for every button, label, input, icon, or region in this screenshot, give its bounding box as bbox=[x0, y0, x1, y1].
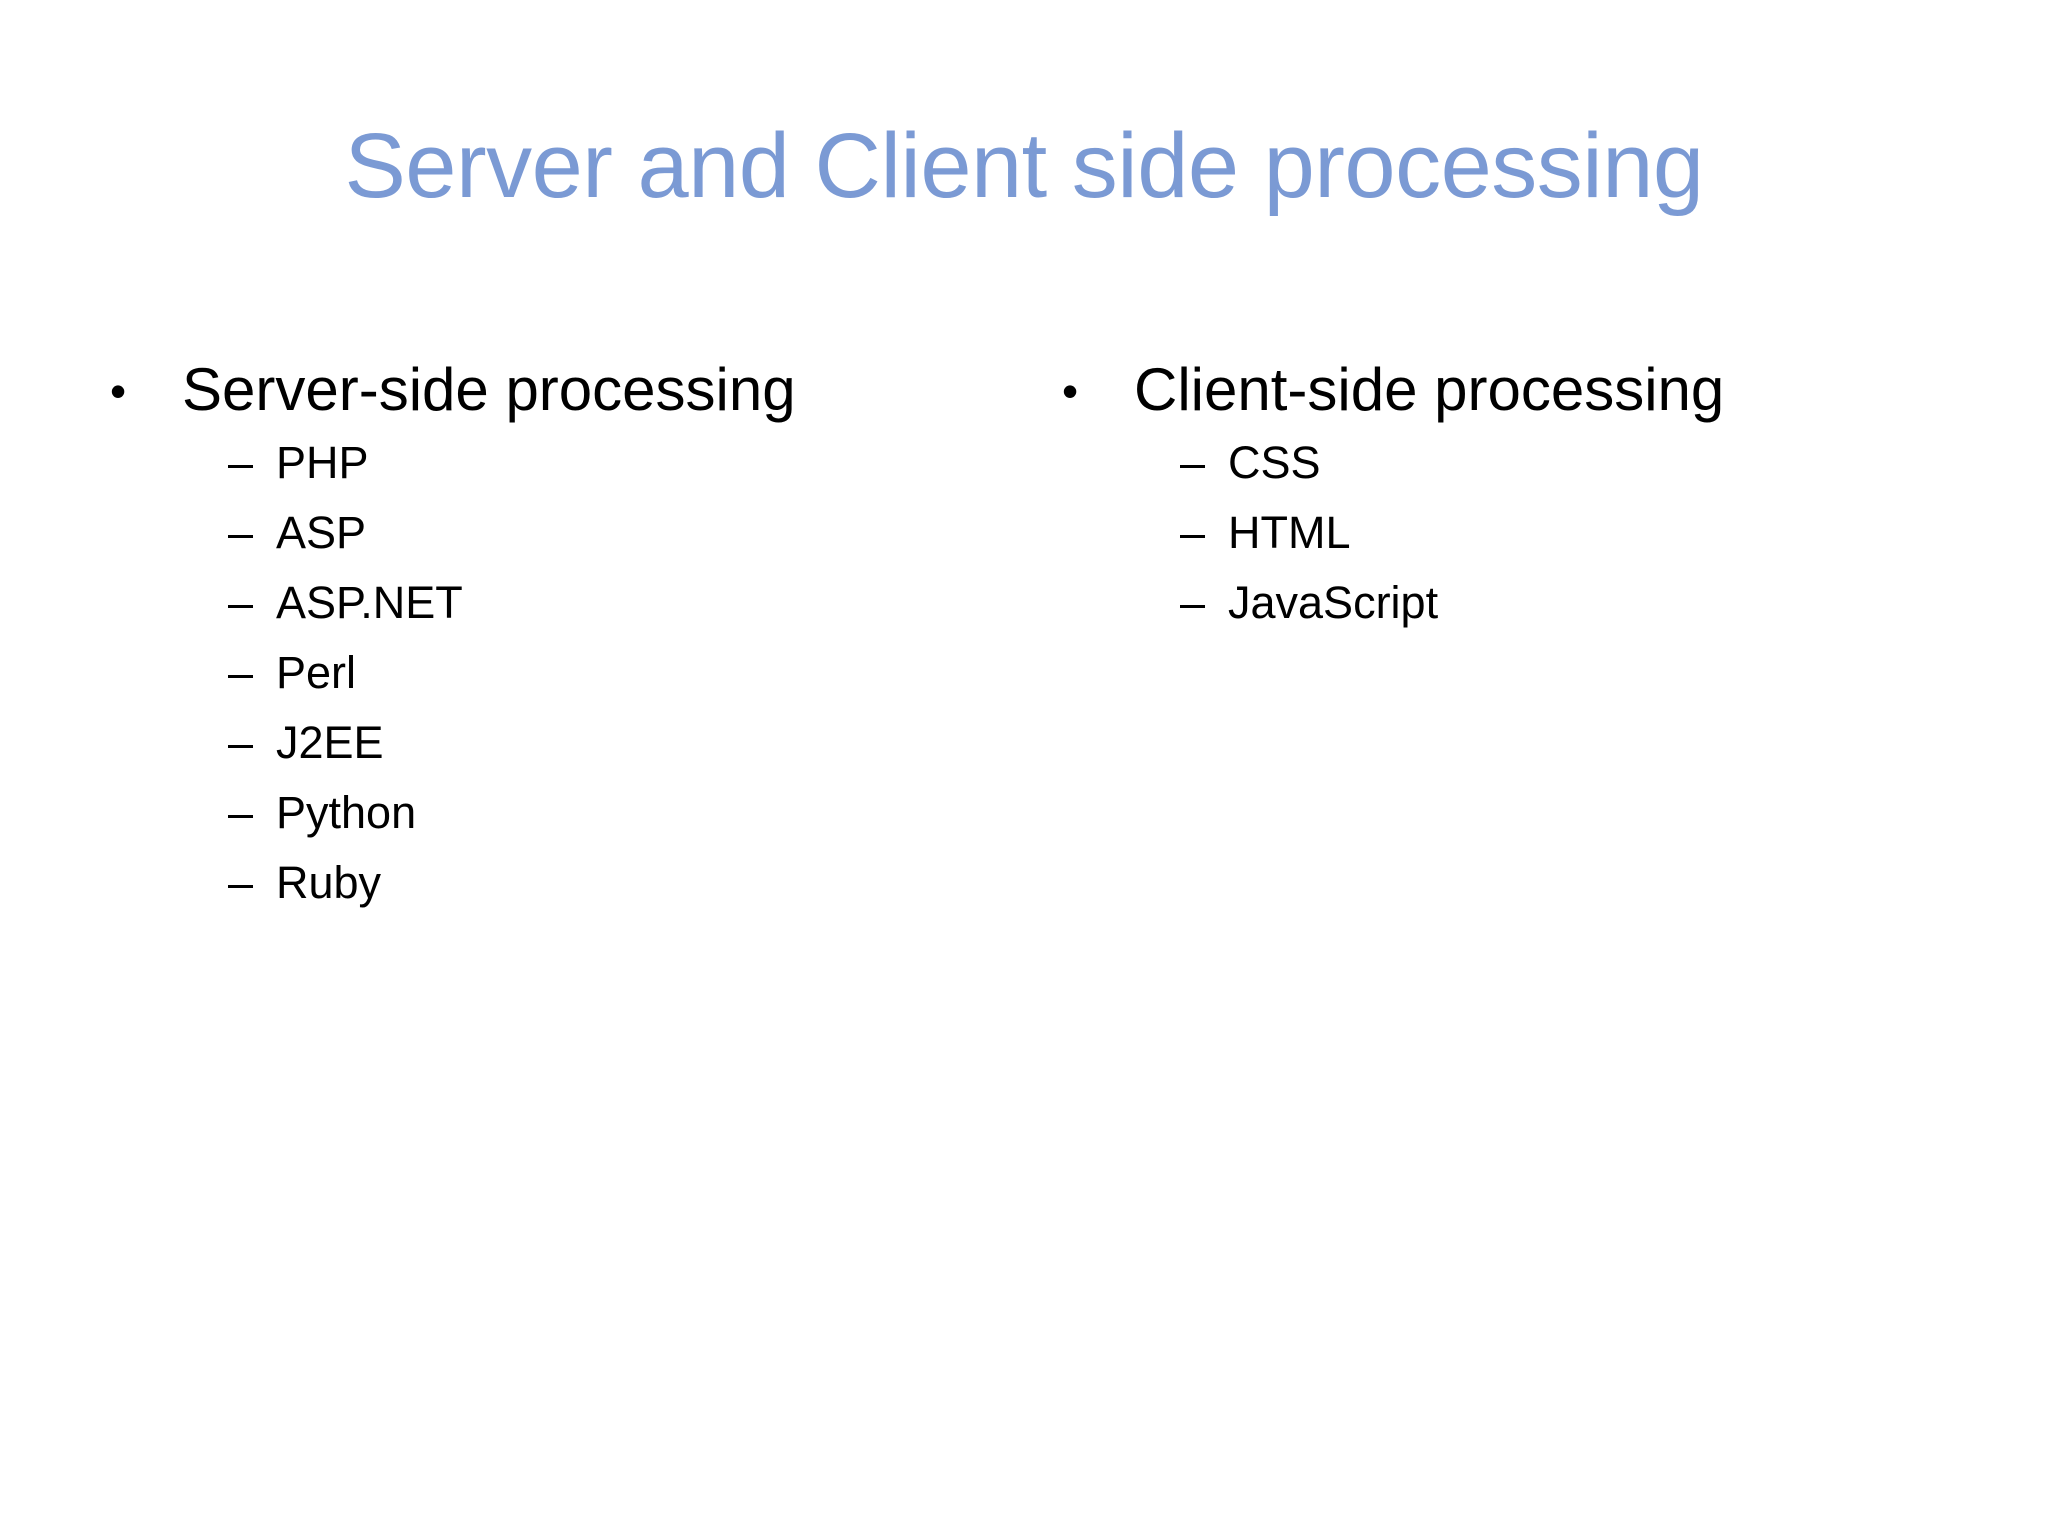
bullet-dash-icon: – bbox=[228, 577, 254, 628]
bullet-dash-icon: – bbox=[228, 437, 254, 488]
column-heading: Server-side processing bbox=[182, 356, 796, 423]
list-item: – Perl bbox=[110, 650, 1040, 720]
content-column-client-side: • Client-side processing – CSS – HTML – … bbox=[1062, 360, 1992, 650]
list-item-label: Ruby bbox=[276, 857, 382, 908]
bullet-item-level1: • Server-side processing bbox=[110, 360, 1040, 420]
bullet-dot-icon: • bbox=[110, 365, 127, 417]
page-title: Server and Client side processing bbox=[344, 115, 1704, 217]
bullet-dash-icon: – bbox=[1180, 437, 1206, 488]
list-item: – Python bbox=[110, 790, 1040, 860]
bullet-dash-icon: – bbox=[228, 787, 254, 838]
bullet-item-level1: • Client-side processing bbox=[1062, 360, 1992, 420]
list-item-label: CSS bbox=[1228, 437, 1321, 488]
bullet-dash-icon: – bbox=[228, 647, 254, 698]
list-item: – ASP.NET bbox=[110, 580, 1040, 650]
list-item-label: HTML bbox=[1228, 507, 1351, 558]
list-item: – CSS bbox=[1062, 440, 1992, 510]
list-item-label: JavaScript bbox=[1228, 577, 1439, 628]
list-item-label: Perl bbox=[276, 647, 357, 698]
content-column-server-side: • Server-side processing – PHP – ASP – A… bbox=[110, 360, 1040, 930]
slide-body: • Server-side processing – PHP – ASP – A… bbox=[0, 360, 2048, 1460]
list-item: – ASP bbox=[110, 510, 1040, 580]
list-item-label: Python bbox=[276, 787, 417, 838]
column-heading: Client-side processing bbox=[1134, 356, 1725, 423]
list-item: – Ruby bbox=[110, 860, 1040, 930]
list-item-label: PHP bbox=[276, 437, 369, 488]
bullet-dash-icon: – bbox=[228, 857, 254, 908]
list-item: – HTML bbox=[1062, 510, 1992, 580]
bullet-dash-icon: – bbox=[1180, 507, 1206, 558]
list-item: – J2EE bbox=[110, 720, 1040, 790]
bullet-dash-icon: – bbox=[1180, 577, 1206, 628]
list-item: – JavaScript bbox=[1062, 580, 1992, 650]
list-item-label: ASP bbox=[276, 507, 367, 558]
sublist-client-side: – CSS – HTML – JavaScript bbox=[1062, 440, 1992, 650]
sublist-server-side: – PHP – ASP – ASP.NET – Perl – J2EE bbox=[110, 440, 1040, 930]
bullet-dash-icon: – bbox=[228, 507, 254, 558]
list-item: – PHP bbox=[110, 440, 1040, 510]
list-item-label: ASP.NET bbox=[276, 577, 463, 628]
list-item-label: J2EE bbox=[276, 717, 384, 768]
bullet-dash-icon: – bbox=[228, 717, 254, 768]
bullet-dot-icon: • bbox=[1062, 365, 1079, 417]
